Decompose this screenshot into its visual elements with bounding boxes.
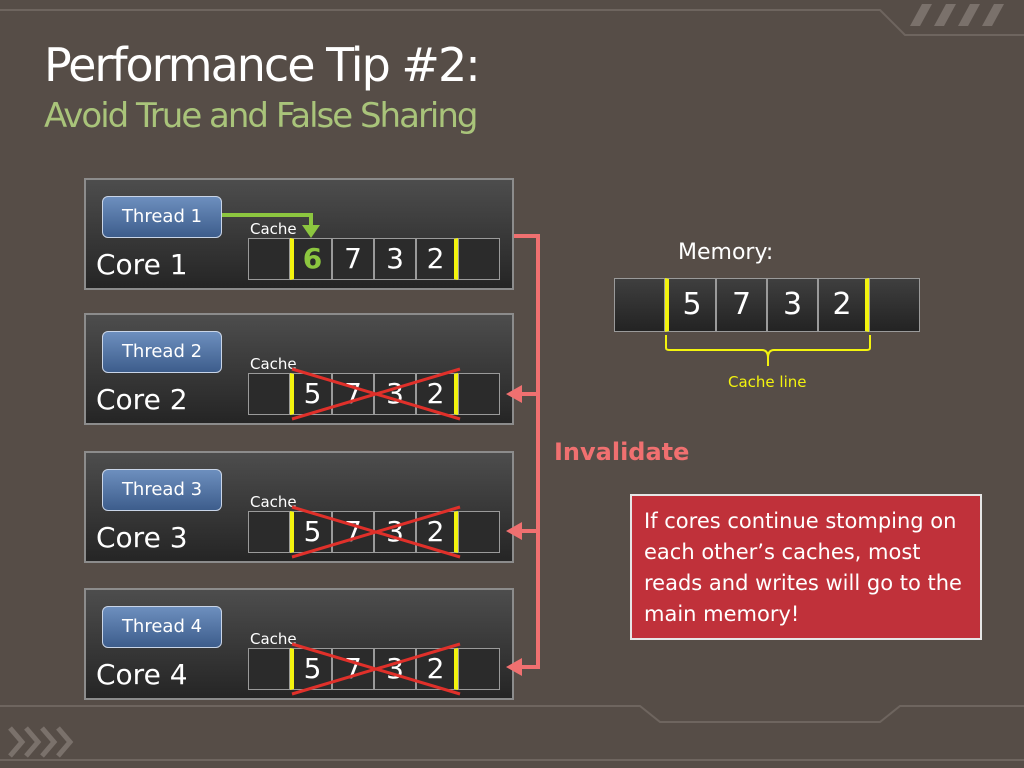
cache-cell: 2 — [416, 648, 458, 690]
cache-line: 5 7 3 2 — [248, 642, 504, 696]
cache-cell-empty — [248, 373, 290, 415]
cache-line: 6 7 3 2 — [248, 238, 504, 280]
cache-cell: 5 — [290, 511, 332, 553]
core-label: Core 4 — [96, 658, 188, 691]
cache-cell: 3 — [374, 373, 416, 415]
cache-cell-empty — [248, 511, 290, 553]
cache-cell: 2 — [416, 238, 458, 280]
core-label: Core 2 — [96, 383, 188, 416]
cache-cell: 7 — [332, 648, 374, 690]
memory-cell: 3 — [767, 278, 818, 332]
cache-cell: 7 — [332, 373, 374, 415]
cache-cell: 3 — [374, 511, 416, 553]
cache-cell: 3 — [374, 238, 416, 280]
thread-button-4[interactable]: Thread 4 — [102, 606, 222, 648]
cache-cell-empty — [458, 238, 500, 280]
core-label: Core 1 — [96, 248, 188, 281]
thread-button-2[interactable]: Thread 2 — [102, 331, 222, 373]
memory-cell-empty — [614, 278, 665, 332]
core-label: Core 3 — [96, 521, 188, 554]
core-panel-1: Thread 1 Cache Core 1 6 7 3 2 — [84, 178, 514, 290]
note-box: If cores continue stomping on each other… — [630, 494, 982, 640]
cache-cell: 5 — [290, 373, 332, 415]
slide-subtitle: Avoid True and False Sharing — [44, 96, 479, 136]
cache-cell: 2 — [416, 511, 458, 553]
cache-cell-empty — [458, 648, 500, 690]
cache-line: 5 7 3 2 — [248, 367, 504, 421]
cache-cell: 7 — [332, 511, 374, 553]
memory-label: Memory: — [678, 240, 774, 265]
memory-cell-empty — [869, 278, 920, 332]
cache-label: Cache — [250, 630, 297, 648]
core-panel-2: Thread 2 Cache Core 2 5 7 3 2 — [84, 313, 514, 425]
cache-cell-modified: 6 — [290, 238, 332, 280]
core-panel-4: Thread 4 Cache Core 4 5 7 3 2 — [84, 588, 514, 700]
cache-cell: 2 — [416, 373, 458, 415]
cache-cell: 5 — [290, 648, 332, 690]
memory-cell: 2 — [818, 278, 869, 332]
cache-label: Cache — [250, 493, 297, 511]
invalidate-label: Invalidate — [554, 438, 690, 466]
cache-label: Cache — [250, 220, 297, 238]
memory-cell: 7 — [716, 278, 767, 332]
cache-line-caption: Cache line — [728, 373, 807, 391]
cache-cell-empty — [248, 648, 290, 690]
cache-cell: 7 — [332, 238, 374, 280]
cache-cell-empty — [458, 511, 500, 553]
cache-cell: 3 — [374, 648, 416, 690]
slide-title: Performance Tip #2: — [44, 38, 481, 92]
cache-label: Cache — [250, 355, 297, 373]
thread-button-1[interactable]: Thread 1 — [102, 196, 222, 238]
memory-cache-line: 5 7 3 2 — [614, 278, 920, 332]
memory-cell: 5 — [665, 278, 716, 332]
cache-cell-empty — [248, 238, 290, 280]
thread-button-3[interactable]: Thread 3 — [102, 469, 222, 511]
cache-cell-empty — [458, 373, 500, 415]
core-panel-3: Thread 3 Cache Core 3 5 7 3 2 — [84, 451, 514, 563]
cache-line: 5 7 3 2 — [248, 505, 504, 559]
